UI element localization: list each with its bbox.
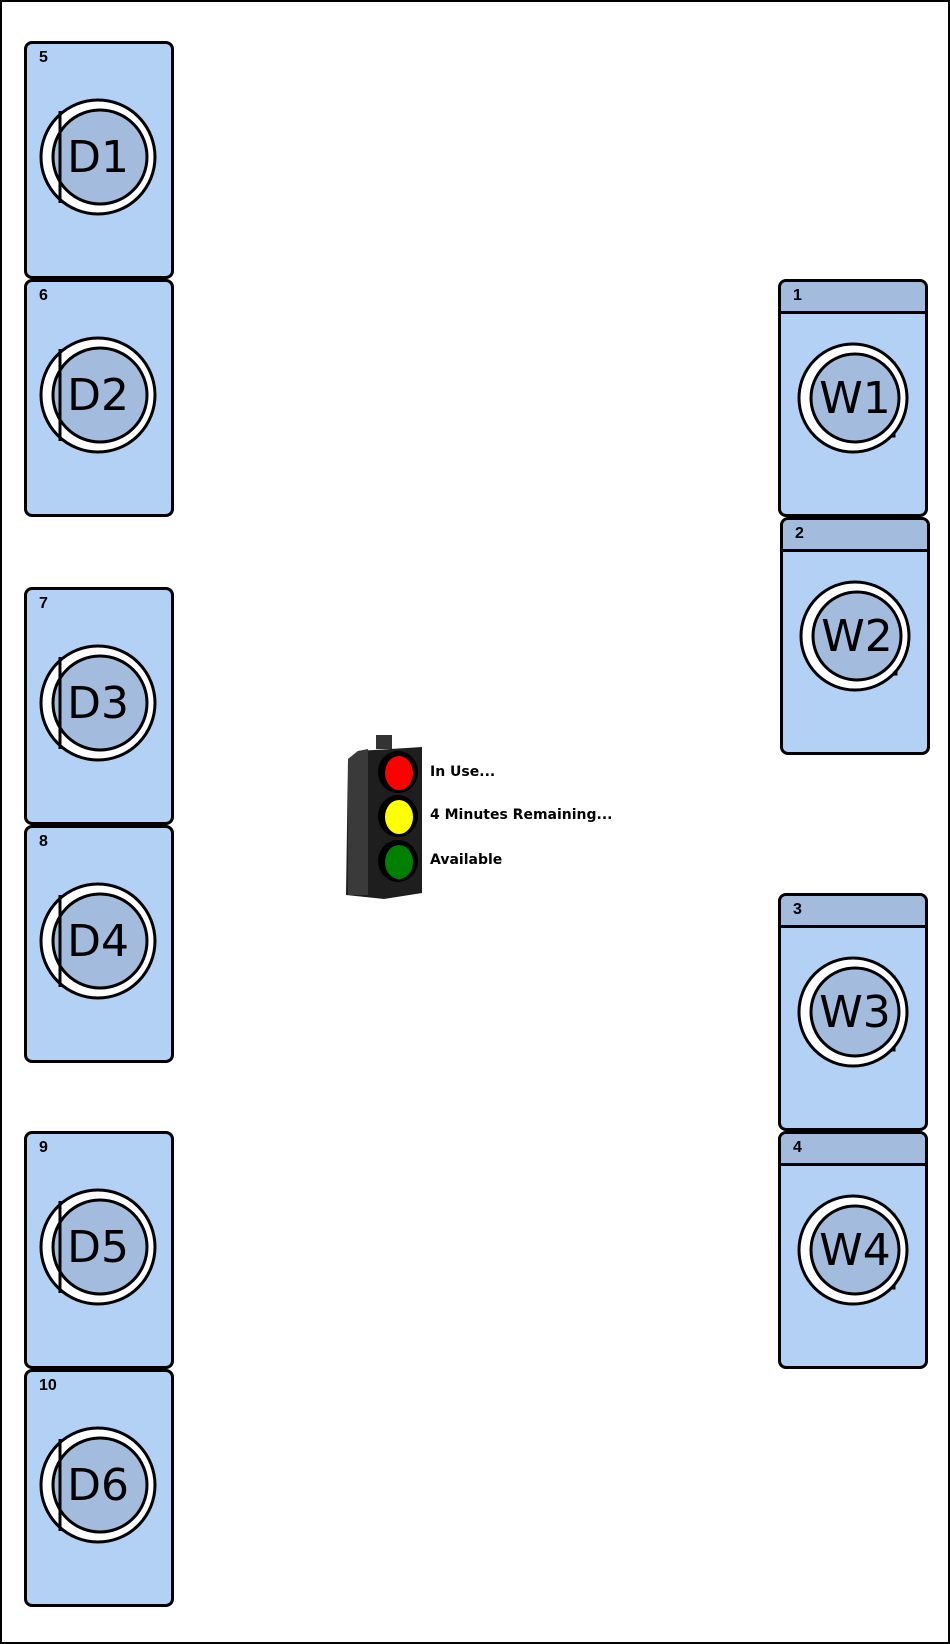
washer-w2[interactable]: 2 W2 xyxy=(780,517,930,755)
machine-number: 6 xyxy=(39,287,48,304)
door-label: D6 xyxy=(67,1460,129,1511)
dryer-d4[interactable]: 8 D4 xyxy=(24,825,174,1063)
legend-available: Available xyxy=(430,852,503,868)
washer-w1[interactable]: 1 W1 xyxy=(778,279,928,517)
machine-number: 5 xyxy=(39,49,48,66)
door-label: W3 xyxy=(819,987,891,1038)
dryer-d1[interactable]: 5 D1 xyxy=(24,41,174,279)
machine-number: 10 xyxy=(39,1377,57,1394)
door-label: D3 xyxy=(67,678,129,729)
traffic-light-icon xyxy=(346,735,422,899)
door-label: W1 xyxy=(819,373,891,424)
washer-door-icon: W3 xyxy=(797,956,909,1068)
green-light xyxy=(385,845,413,879)
dryer-d3[interactable]: 7 D3 xyxy=(24,587,174,825)
machine-number: 7 xyxy=(39,595,48,612)
dryer-door-icon: D6 xyxy=(39,1426,157,1544)
door-label: D1 xyxy=(67,132,129,183)
machine-number: 1 xyxy=(793,287,802,304)
yellow-light xyxy=(385,800,413,834)
washer-control-panel xyxy=(783,520,927,552)
door-label: D2 xyxy=(67,370,129,421)
washer-door-icon: W4 xyxy=(797,1194,909,1306)
washer-control-panel xyxy=(781,896,925,928)
dryer-door-icon: D3 xyxy=(39,644,157,762)
machine-number: 8 xyxy=(39,833,48,850)
machine-number: 9 xyxy=(39,1139,48,1156)
dryer-d5[interactable]: 9 D5 xyxy=(24,1131,174,1369)
washer-control-panel xyxy=(781,282,925,314)
machine-number: 4 xyxy=(793,1139,802,1156)
legend-remaining: 4 Minutes Remaining... xyxy=(430,807,613,823)
door-label: D5 xyxy=(67,1222,129,1273)
legend-in-use: In Use... xyxy=(430,764,496,780)
dryer-door-icon: D5 xyxy=(39,1188,157,1306)
washer-door-icon: W2 xyxy=(799,580,911,692)
dryer-door-icon: D2 xyxy=(39,336,157,454)
door-label: W4 xyxy=(819,1225,891,1276)
washer-w3[interactable]: 3 W3 xyxy=(778,893,928,1131)
dryer-d2[interactable]: 6 D2 xyxy=(24,279,174,517)
door-label: W2 xyxy=(821,611,893,662)
dryer-door-icon: D4 xyxy=(39,882,157,1000)
machine-number: 2 xyxy=(795,525,804,542)
red-light xyxy=(385,756,413,790)
door-label: D4 xyxy=(67,916,129,967)
dryer-d6[interactable]: 10 D6 xyxy=(24,1369,174,1607)
machine-number: 3 xyxy=(793,901,802,918)
washer-control-panel xyxy=(781,1134,925,1166)
washer-door-icon: W1 xyxy=(797,342,909,454)
dryer-door-icon: D1 xyxy=(39,98,157,216)
washer-w4[interactable]: 4 W4 xyxy=(778,1131,928,1369)
